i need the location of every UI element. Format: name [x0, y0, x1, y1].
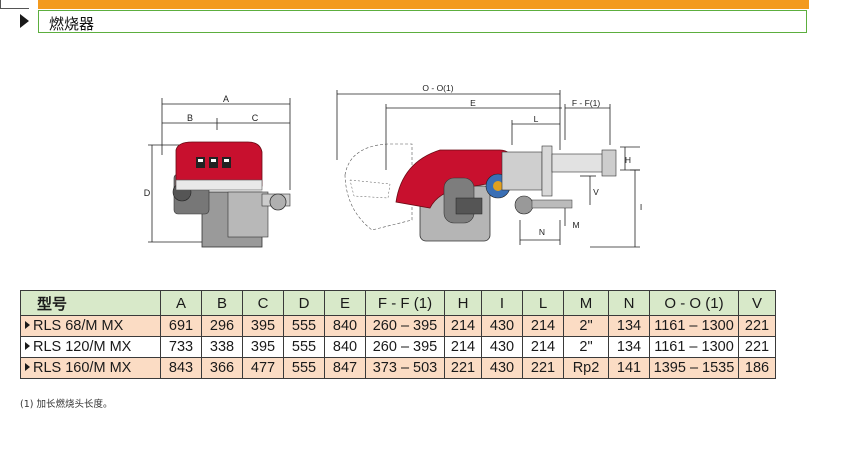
header-e: E	[324, 290, 366, 316]
front-burner-body	[172, 141, 291, 248]
header-c: C	[242, 290, 284, 316]
cell-a: 843	[160, 357, 202, 379]
dim-label-m: M	[572, 220, 579, 230]
dim-label-a: A	[223, 94, 229, 104]
cell-m: 2"	[563, 336, 609, 358]
cell-a: 691	[160, 315, 202, 337]
dim-label-c: C	[252, 113, 259, 123]
header-model: 型号	[20, 290, 161, 316]
cell-v: 221	[738, 315, 776, 337]
cell-h: 214	[444, 315, 482, 337]
spec-table: 型号 A B C D E F - F (1) H I L M N O - O (…	[20, 290, 776, 379]
cell-i: 430	[481, 315, 523, 337]
cell-e: 840	[324, 315, 366, 337]
cell-d: 555	[283, 315, 325, 337]
cell-l: 214	[522, 336, 564, 358]
header-v: V	[738, 290, 776, 316]
section-title: 燃烧器	[49, 15, 95, 33]
dim-label-f: F - F(1)	[572, 98, 600, 108]
cell-i: 430	[481, 357, 523, 379]
model-cell: RLS 160/M MX	[20, 357, 161, 379]
accent-bar	[38, 0, 809, 9]
cell-n: 134	[608, 315, 650, 337]
model-cell: RLS 68/M MX	[20, 315, 161, 337]
cell-h: 214	[444, 336, 482, 358]
cell-c: 395	[242, 336, 284, 358]
cell-o: 1161 – 1300	[649, 336, 739, 358]
cell-m: Rp2	[563, 357, 609, 379]
row-arrow-icon	[25, 342, 30, 350]
cell-f: 373 – 503	[365, 357, 445, 379]
header-a: A	[160, 290, 202, 316]
row-arrow-icon	[25, 321, 30, 329]
dim-label-i: I	[640, 202, 642, 212]
cell-d: 555	[283, 357, 325, 379]
cell-o: 1161 – 1300	[649, 315, 739, 337]
cell-h: 221	[444, 357, 482, 379]
row-arrow-icon	[25, 363, 30, 371]
dim-label-v: V	[593, 187, 599, 197]
dim-label-b: B	[187, 113, 193, 123]
header-i: I	[481, 290, 523, 316]
burner-dimension-drawing: A B C D	[144, 83, 642, 248]
section-title-box: 燃烧器	[38, 10, 807, 33]
dim-label-o: O - O(1)	[422, 83, 453, 93]
dim-label-d: D	[144, 188, 151, 198]
table-row: RLS 160/M MX 843 366 477 555 847 373 – 5…	[20, 357, 776, 379]
header-l: L	[522, 290, 564, 316]
cell-l: 214	[522, 315, 564, 337]
header-f: F - F (1)	[365, 290, 445, 316]
cell-a: 733	[160, 336, 202, 358]
table-header-row: 型号 A B C D E F - F (1) H I L M N O - O (…	[20, 290, 776, 316]
header-d: D	[283, 290, 325, 316]
header-o: O - O (1)	[649, 290, 739, 316]
model-name: RLS 120/M MX	[33, 339, 132, 355]
cell-d: 555	[283, 336, 325, 358]
cell-e: 840	[324, 336, 366, 358]
cell-c: 477	[242, 357, 284, 379]
cell-c: 395	[242, 315, 284, 337]
front-view	[148, 98, 291, 243]
cell-o: 1395 – 1535	[649, 357, 739, 379]
cell-n: 141	[608, 357, 650, 379]
dim-label-e: E	[470, 98, 476, 108]
table-row: RLS 68/M MX 691 296 395 555 840 260 – 39…	[20, 315, 776, 337]
cell-b: 296	[201, 315, 243, 337]
header-h: H	[444, 290, 482, 316]
footnote: (1) 加长燃烧头长度。	[20, 399, 113, 410]
cell-b: 338	[201, 336, 243, 358]
table-row: RLS 120/M MX 733 338 395 555 840 260 – 3…	[20, 336, 776, 358]
cell-f: 260 – 395	[365, 336, 445, 358]
cell-l: 221	[522, 357, 564, 379]
cell-f: 260 – 395	[365, 315, 445, 337]
dim-label-n: N	[539, 227, 545, 237]
model-name: RLS 160/M MX	[33, 360, 132, 376]
header-m: M	[563, 290, 609, 316]
corner-mark	[0, 0, 29, 9]
section-arrow-icon	[20, 14, 29, 28]
model-cell: RLS 120/M MX	[20, 336, 161, 358]
cell-i: 430	[481, 336, 523, 358]
header-b: B	[201, 290, 243, 316]
cell-n: 134	[608, 336, 650, 358]
cell-e: 847	[324, 357, 366, 379]
cell-v: 186	[738, 357, 776, 379]
model-name: RLS 68/M MX	[33, 318, 124, 334]
dim-label-h: H	[625, 155, 631, 165]
cell-b: 366	[201, 357, 243, 379]
cell-v: 221	[738, 336, 776, 358]
side-burner-body	[344, 143, 617, 242]
header-n: N	[608, 290, 650, 316]
dim-label-l: L	[534, 114, 539, 124]
cell-m: 2"	[563, 315, 609, 337]
